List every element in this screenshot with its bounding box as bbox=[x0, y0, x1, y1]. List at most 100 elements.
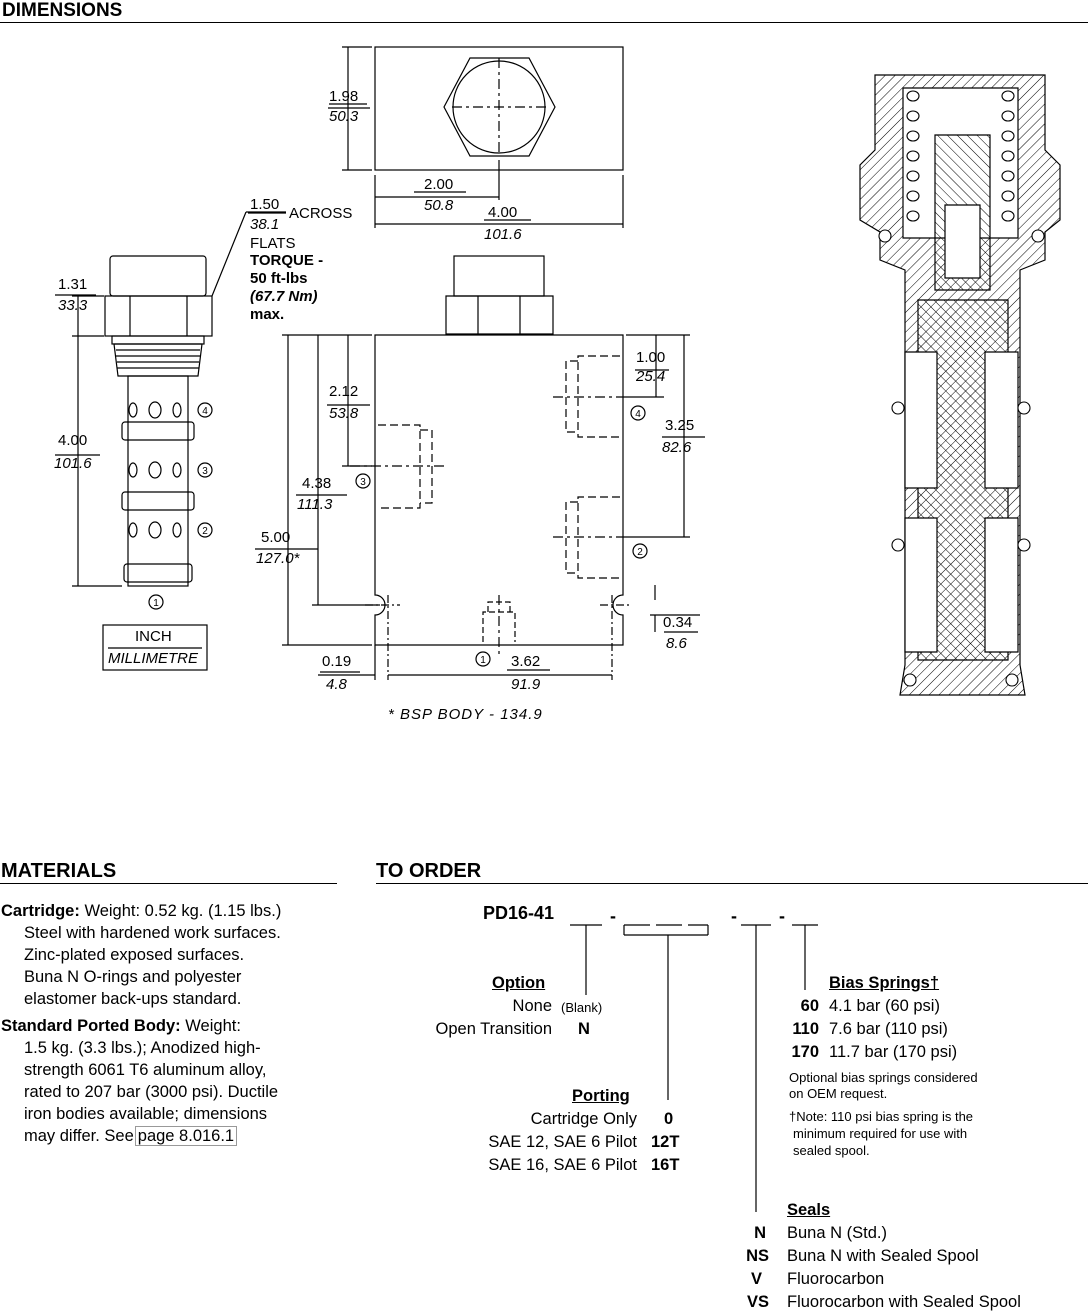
bias-row-2-code: 110 bbox=[792, 1020, 819, 1038]
body-width-mm: 101.6 bbox=[484, 226, 522, 243]
svg-text:-: - bbox=[610, 906, 616, 926]
porting-row-2-label: SAE 12, SAE 6 Pilot bbox=[488, 1133, 637, 1151]
porting-row-2-code: 12T bbox=[651, 1133, 680, 1151]
half-width-mm: 50.8 bbox=[424, 197, 454, 214]
body-port-1-label: 1 bbox=[480, 655, 486, 666]
cartridge-nut bbox=[109, 255, 207, 297]
cartridge-length-in: 4.00 bbox=[58, 432, 88, 449]
port4-depth-mm: 53.8 bbox=[329, 405, 359, 422]
body-line-1: Standard Ported Body: Weight: bbox=[1, 1015, 241, 1038]
bias-note-4: minimum required for use with bbox=[793, 1126, 968, 1141]
order-rule bbox=[376, 883, 1088, 884]
body-port-2-label: 2 bbox=[637, 547, 643, 558]
port3-depth-in: 4.38 bbox=[302, 475, 332, 492]
hole-spacing-mm: 91.9 bbox=[511, 676, 541, 693]
units-legend-box bbox=[102, 624, 208, 671]
porting-row-1-code: 0 bbox=[664, 1110, 674, 1128]
order-title: TO ORDER bbox=[376, 860, 482, 882]
bias-note-2: on OEM request. bbox=[789, 1086, 888, 1101]
bias-note-5: sealed spool. bbox=[793, 1143, 870, 1158]
cartridge-length-mm: 101.6 bbox=[54, 455, 92, 472]
body-see-text: may differ. See bbox=[24, 1127, 134, 1145]
bias-note-3: †Note: 110 psi bias spring is the bbox=[789, 1109, 974, 1124]
body-line-2: 1.5 kg. (3.3 lbs.); Anodized high- bbox=[24, 1039, 261, 1057]
hole-spacing-in: 3.62 bbox=[511, 653, 541, 670]
bias-row-3-code: 170 bbox=[791, 1043, 819, 1061]
port2-offset-in: 3.25 bbox=[665, 417, 695, 434]
port-numbers: 1 4 3 2 3 4 2 1 bbox=[153, 406, 643, 666]
units-inch: INCH bbox=[135, 628, 172, 645]
nut-front bbox=[453, 255, 545, 297]
top-offset-mm: 25.4 bbox=[636, 368, 666, 385]
svg-text:-: - bbox=[779, 906, 785, 926]
cartridge-line-4: Buna N O-rings and polyester bbox=[24, 968, 242, 986]
porting-row-1-label: Cartridge Only bbox=[530, 1110, 637, 1128]
half-width-in: 2.00 bbox=[424, 176, 454, 193]
cartridge-weight: Weight: 0.52 kg. (1.15 lbs.) bbox=[84, 902, 282, 920]
bias-row-3-label: 11.7 bar (170 psi) bbox=[829, 1043, 958, 1061]
torque-line-2: 50 ft-lbs bbox=[250, 270, 308, 287]
seals-row-1-code: N bbox=[754, 1224, 766, 1242]
nut-height-in: 1.31 bbox=[58, 276, 88, 293]
body-port-3-label: 3 bbox=[360, 477, 366, 488]
port-4-label: 4 bbox=[202, 406, 208, 417]
materials-title: MATERIALS bbox=[1, 860, 117, 882]
bsp-body-note: * BSP BODY - 134.9 bbox=[388, 706, 543, 723]
nut-height-mm: 33.3 bbox=[58, 297, 88, 314]
cartridge-line-5: elastomer back-ups standard. bbox=[24, 990, 242, 1008]
dimension-drawing: 1 4 3 2 3 4 2 1 bbox=[55, 46, 1061, 696]
dimensions-title: DIMENSIONS bbox=[2, 0, 123, 21]
hex-height-in: 1.98 bbox=[329, 88, 359, 105]
body-line-5: iron bodies available; dimensions bbox=[24, 1105, 268, 1123]
option-none-label: None bbox=[512, 997, 552, 1015]
port-3-label: 3 bbox=[202, 466, 208, 477]
cartridge-line-2: Steel with hardened work surfaces. bbox=[24, 924, 281, 942]
porting-row-3-code: 16T bbox=[651, 1156, 680, 1174]
body-height-in: 5.00 bbox=[261, 529, 291, 546]
flats-label: FLATS bbox=[250, 235, 296, 252]
edge-offset-mm: 4.8 bbox=[326, 676, 347, 693]
port-2-label: 2 bbox=[202, 526, 208, 537]
flats-mm: 38.1 bbox=[250, 216, 280, 233]
bias-row-1-label: 4.1 bar (60 psi) bbox=[829, 997, 940, 1015]
model-code: PD16-41 bbox=[483, 903, 555, 923]
option-none-code: (Blank) bbox=[561, 1000, 603, 1015]
seals-row-4-label: Fluorocarbon with Sealed Spool bbox=[787, 1293, 1021, 1311]
body-line-3: strength 6061 T6 aluminum alloy, bbox=[24, 1061, 267, 1079]
hex-height-mm: 50.3 bbox=[329, 108, 359, 125]
units-millimetre: MILLIMETRE bbox=[108, 650, 199, 667]
cartridge-hex bbox=[104, 295, 213, 337]
dimensions-rule bbox=[0, 22, 1088, 23]
seals-row-2-label: Buna N with Sealed Spool bbox=[787, 1247, 979, 1265]
body-line-4: rated to 207 bar (3000 psi). Ductile bbox=[24, 1083, 279, 1101]
body-front bbox=[374, 334, 624, 646]
body-label: Standard Ported Body: bbox=[1, 1017, 181, 1035]
cartridge-line-1: Cartridge: Weight: 0.52 kg. (1.15 lbs.) bbox=[1, 900, 281, 923]
seals-row-3-label: Fluorocarbon bbox=[787, 1270, 885, 1288]
materials-rule bbox=[0, 883, 337, 884]
torque-line-4: max. bbox=[250, 306, 285, 323]
section-view bbox=[859, 74, 1061, 696]
bias-note-1: Optional bias springs considered bbox=[789, 1070, 978, 1085]
cartridge-line-3: Zinc-plated exposed surfaces. bbox=[24, 946, 245, 964]
hole-offset-in: 0.34 bbox=[663, 614, 693, 631]
page-link[interactable]: page 8.016.1 bbox=[134, 1126, 238, 1146]
porting-row-3-label: SAE 16, SAE 6 Pilot bbox=[488, 1156, 637, 1174]
seals-row-3-code: V bbox=[750, 1270, 762, 1288]
port4-depth-in: 2.12 bbox=[329, 383, 359, 400]
seals-row-4-code: VS bbox=[746, 1293, 769, 1311]
option-open-label: Open Transition bbox=[435, 1020, 552, 1038]
body-port-4-label: 4 bbox=[635, 409, 641, 420]
body-width-in: 4.00 bbox=[488, 204, 518, 221]
hex-top bbox=[443, 57, 556, 157]
bias-row-2-label: 7.6 bar (110 psi) bbox=[829, 1020, 948, 1038]
seals-row-1-label: Buna N (Std.) bbox=[787, 1224, 887, 1242]
cartridge-label: Cartridge: bbox=[1, 902, 80, 920]
across-label: ACROSS bbox=[289, 205, 353, 222]
option-open-code: N bbox=[578, 1020, 590, 1038]
porting-heading: Porting bbox=[572, 1087, 630, 1105]
torque-line-1: TORQUE - bbox=[250, 252, 324, 269]
bias-row-1-code: 60 bbox=[800, 997, 819, 1015]
bias-heading: Bias Springs† bbox=[829, 974, 940, 992]
